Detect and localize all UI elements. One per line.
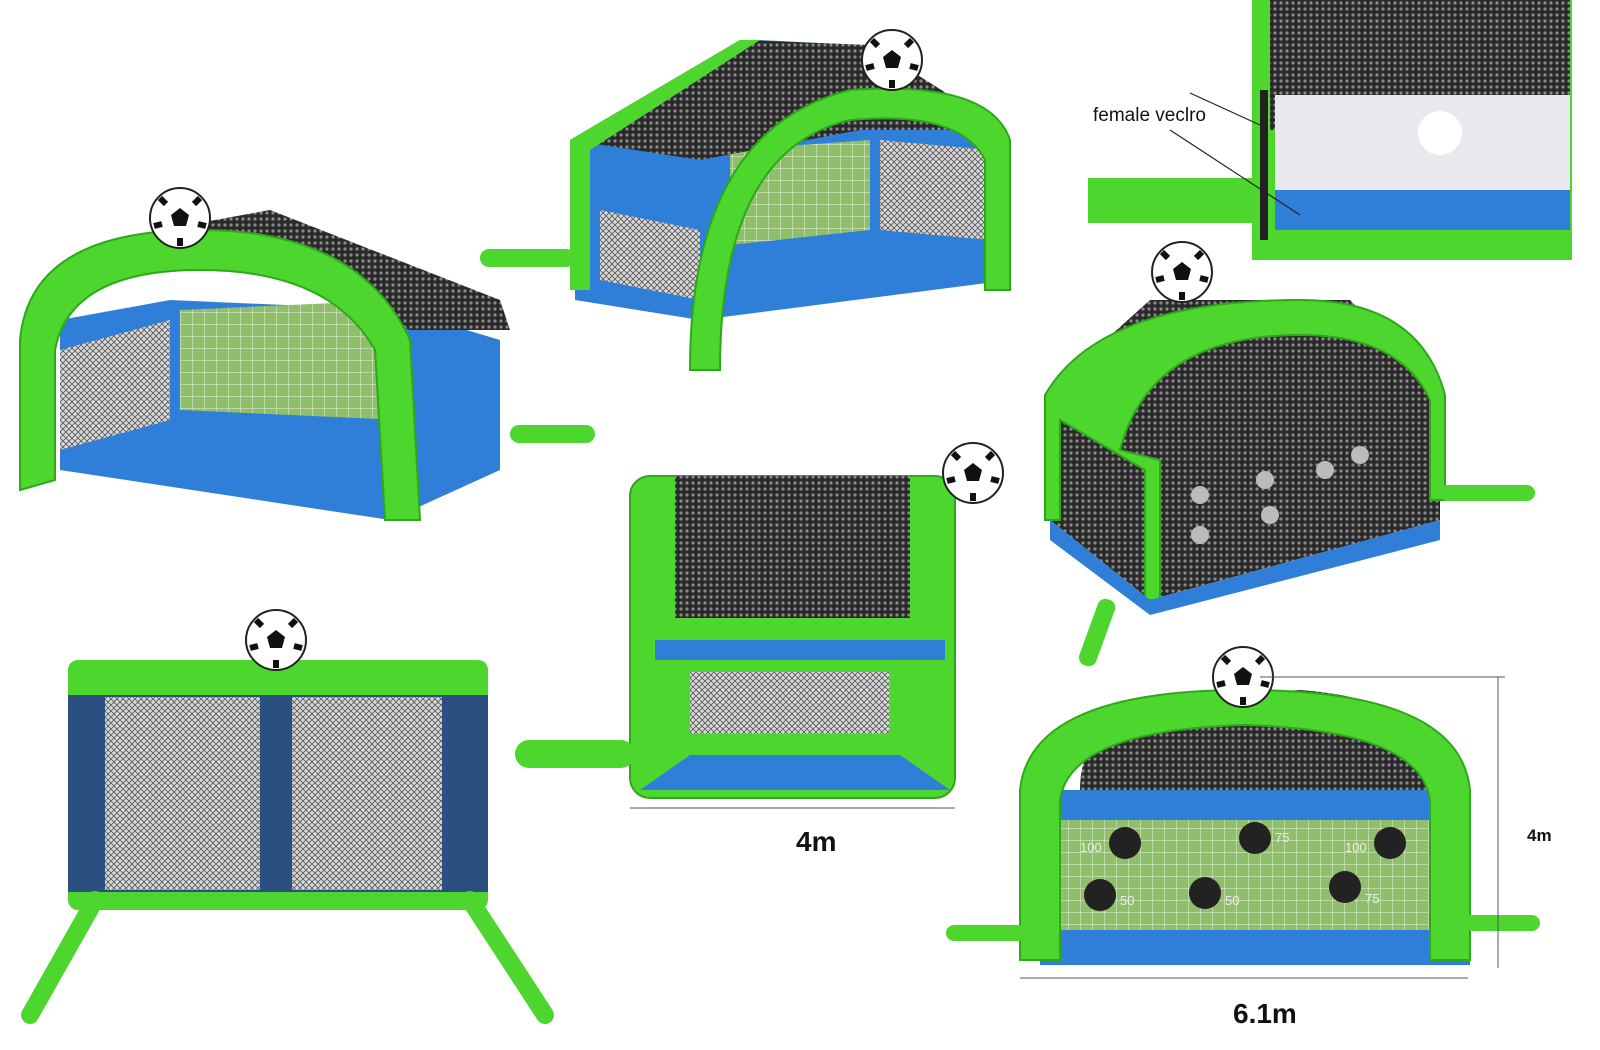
velcro-callout-label: female veclro bbox=[1093, 105, 1206, 126]
target-label: 50 bbox=[1225, 893, 1239, 908]
target-label: 100 bbox=[1080, 840, 1102, 855]
view-velcro-detail bbox=[1088, 0, 1572, 260]
target-label: 100 bbox=[1345, 840, 1367, 855]
height-dimension: 4m bbox=[1527, 826, 1552, 845]
target-label: 75 bbox=[1275, 830, 1289, 845]
view-front: 100 75 50 50 100 75 bbox=[946, 647, 1540, 979]
view-rear-perspective bbox=[1044, 242, 1535, 667]
side-width-dimension: 4m bbox=[796, 826, 837, 857]
front-width-dimension: 6.1m bbox=[1233, 998, 1297, 1029]
view-back-perspective bbox=[480, 30, 1011, 371]
view-front-left-perspective bbox=[19, 188, 595, 521]
view-side bbox=[515, 443, 1003, 809]
target-label: 50 bbox=[1120, 893, 1134, 908]
view-top bbox=[21, 610, 554, 1024]
target-label: 75 bbox=[1365, 891, 1379, 906]
